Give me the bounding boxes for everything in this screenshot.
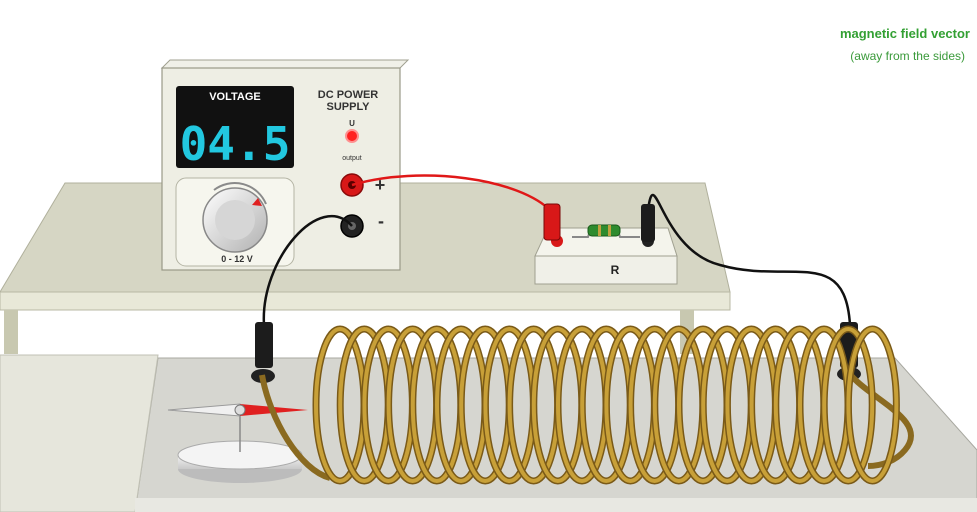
resistor-component xyxy=(587,224,621,237)
field-hint-title: magnetic field vector xyxy=(840,26,970,41)
voltage-range-label: 0 - 12 V xyxy=(221,254,253,264)
led-icon xyxy=(345,129,359,143)
field-hint-subtitle: (away from the sides) xyxy=(850,49,965,63)
wires xyxy=(262,174,852,326)
supply-title-line2: SUPPLY xyxy=(326,101,370,113)
supply-title-line1: DC POWER xyxy=(318,89,379,101)
compass-icon xyxy=(234,404,246,416)
black-wire-coil-right xyxy=(646,193,852,326)
compass xyxy=(167,403,308,483)
coil-loop-highlight xyxy=(846,327,899,483)
solenoid-coil xyxy=(259,325,914,485)
dc-power-supply: VOLTAGE 04.5 DC POWER SUPPLY U output 0 … xyxy=(160,59,410,271)
plus-sign: + xyxy=(375,175,386,195)
output-label: output xyxy=(342,155,362,162)
voltage-display-value: 04.5 xyxy=(180,117,291,171)
minus-sign: - xyxy=(378,211,384,231)
voltage-indicator-label: U xyxy=(349,119,355,128)
red-wire xyxy=(351,174,553,213)
resistor-label: R xyxy=(611,263,620,277)
coil-loop-highlight xyxy=(822,327,875,483)
coil-loops xyxy=(312,325,900,485)
black-wire-coil-left xyxy=(262,214,353,326)
voltage-display-label: VOLTAGE xyxy=(209,91,261,103)
